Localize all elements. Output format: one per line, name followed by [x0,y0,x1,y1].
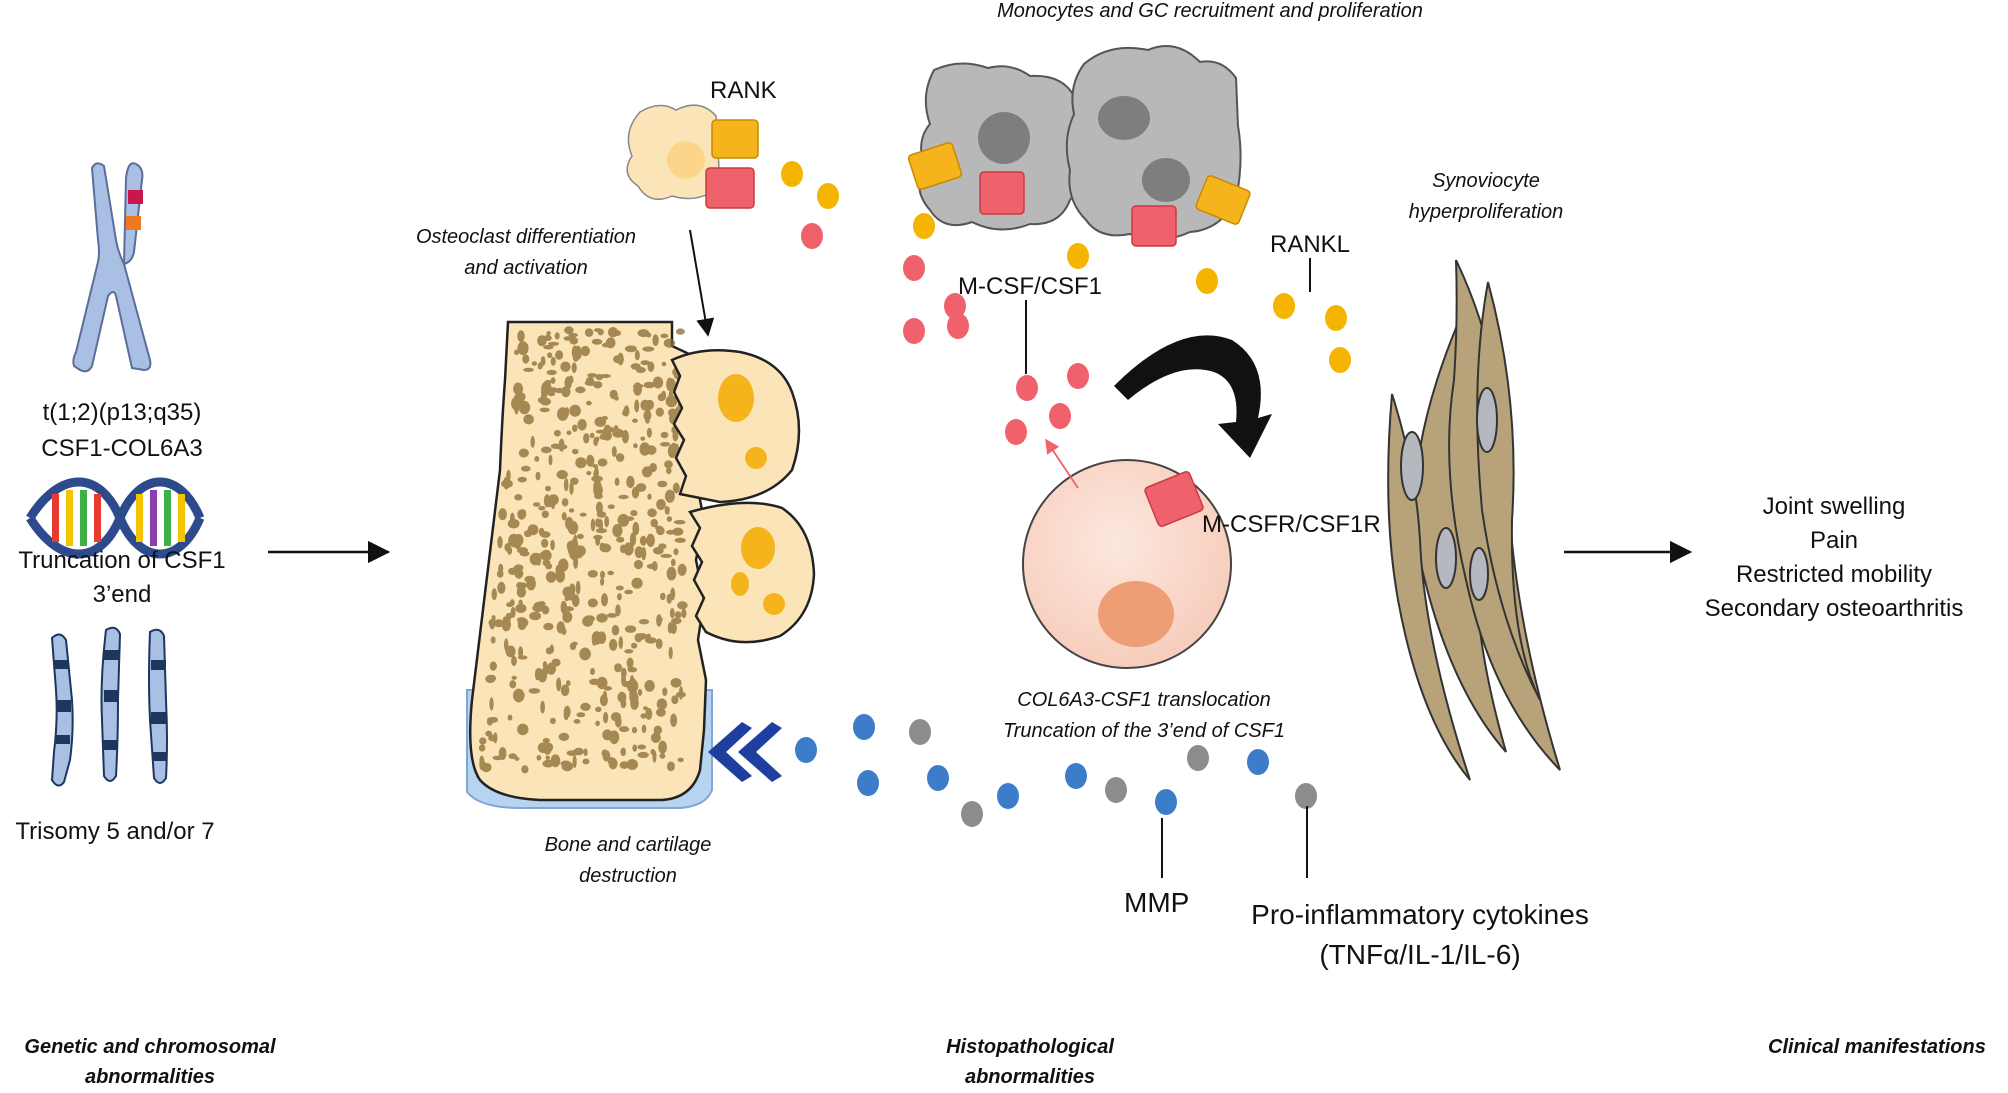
mcsf-label: M-CSF/CSF1 [958,273,1102,300]
csf1-molecule [903,318,925,344]
trisomy-label: Trisomy 5 and/or 7 [15,818,215,845]
mmp-molecule [927,765,949,791]
rankl-molecule [1325,305,1347,331]
rankl-molecule [1273,293,1295,319]
osteoclast-label-line1: Osteoclast differentiation [415,226,637,248]
cytokines-label-line1: Pro-inflammatory cytokines [1251,899,1589,930]
clinical-item-restricted-mobility: Restricted mobility [1735,561,1933,588]
translocation-label: t(1;2)(p13;q35) [42,399,202,426]
arrow-to-osteoclast [689,229,715,337]
rankl-molecule [913,213,935,239]
csf1-molecule [944,293,966,319]
mmp-molecule [1247,749,1269,775]
csf1-molecule [903,255,925,281]
osteoclast-label-line2: and activation [464,257,588,279]
clinical-item-joint-swelling: Joint swelling [1762,493,1906,520]
clinical-item-pain: Pain [1809,527,1859,554]
rankl-molecule [817,183,839,209]
mmp-molecule [1065,763,1087,789]
cytokines-label-line2: (TNFα/IL-1/IL-6) [1319,939,1521,970]
bone-illustration [466,320,713,809]
mmp-molecule [853,714,875,740]
mcsfr-label: M-CSFR/CSF1R [1202,511,1381,538]
arrow-csf1-secretion [1045,438,1079,489]
fusion-gene-label: CSF1-COL6A3 [41,435,203,462]
monocyte-cell [626,104,721,201]
dna-helix-icon [26,477,205,559]
col6a3-label-line2: Truncation of the 3’end of CSF1 [1002,720,1285,742]
bone-destruction-label-line2: destruction [579,865,677,887]
truncation-label-line1: Truncation of CSF1 [18,547,226,574]
rankl-molecule [1196,268,1218,294]
chromosome-icon [72,162,152,373]
section-label-histo-line2: abnormalities [964,1066,1096,1088]
cytokine-molecule [961,801,983,827]
clinical-item-secondary-osteoarthritis: Secondary osteoarthritis [1704,595,1964,622]
synoviocyte-label-line2: hyperproliferation [1408,201,1564,223]
csf1-molecule [1016,375,1038,401]
section-label-clinical: Clinical manifestations [1768,1036,1986,1058]
rank-receptor-icon [907,142,963,190]
synoviocyte-cells [1387,259,1561,781]
csf1r-receptor-icon [1131,205,1177,247]
csf1-molecule [947,313,969,339]
section-label-genetic-line2: abnormalities [84,1066,216,1088]
mmp-label: MMP [1124,887,1190,918]
chevron-arrows-icon [708,722,782,782]
csf1-molecule [1067,363,1089,389]
clinical-manifestations-list: Joint swelling Pain Restricted mobility … [1674,490,1994,626]
section-label-genetic-line1: Genetic and chromosomal [24,1036,276,1058]
csf1r-receptor-icon [1144,470,1204,528]
rank-receptor-icon [711,119,759,159]
rank-receptor-icon [1195,175,1251,225]
csf1-molecule [1049,403,1071,429]
osteoclast-cell [688,501,816,644]
cytokine-molecule [1105,777,1127,803]
mmp-molecule [1155,789,1177,815]
cytokine-molecule [1295,783,1317,809]
cytokine-molecule [909,719,931,745]
cytokine-molecule [1187,745,1209,771]
rankl-label: RANKL [1270,231,1351,258]
csf1r-receptor-icon [705,167,755,209]
signal-molecules [781,161,1351,827]
col6a3-label-line1: COL6A3-CSF1 translocation [1017,689,1271,711]
mmp-molecule [795,737,817,763]
giant-cell [1065,45,1242,241]
synoviocyte-label-line1: Synoviocyte [1432,170,1540,192]
rankl-molecule [781,161,803,187]
trisomy-chromosomes-icon [50,626,168,787]
section-label-histo-line1: Histopathological [946,1036,1114,1058]
csf1r-receptor-icon [979,171,1025,215]
monocytes-recruitment-label: Monocytes and GC recruitment and prolife… [997,0,1423,22]
rankl-molecule [1067,243,1089,269]
csf1-molecule [801,223,823,249]
bone-destruction-label-line1: Bone and cartilage [544,834,712,856]
mononuclear-cell [1022,459,1232,669]
mmp-molecule [997,783,1019,809]
rank-label: RANK [710,77,777,104]
osteoclast-cell [670,348,801,504]
mmp-molecule [857,770,879,796]
truncation-label-line2: 3’end [92,581,152,608]
rankl-molecule [1329,347,1351,373]
csf1-molecule [1005,419,1027,445]
feedback-curved-arrow [1114,335,1272,458]
